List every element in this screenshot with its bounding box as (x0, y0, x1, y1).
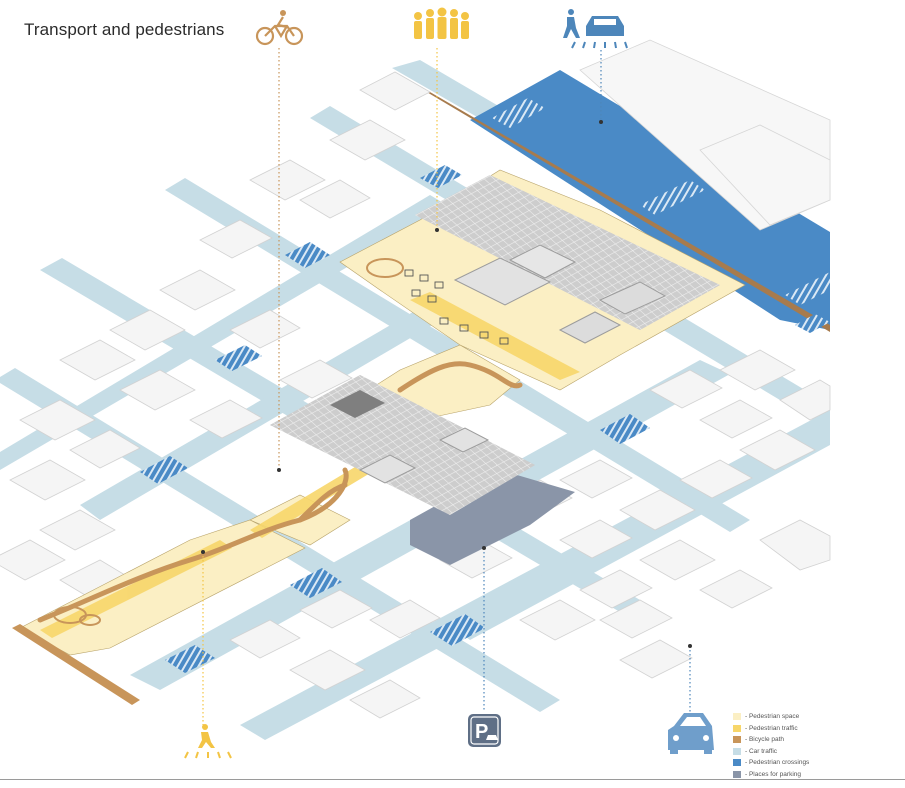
bicycle-path-edge (12, 624, 140, 705)
city-blocks (0, 71, 831, 719)
complex-upper (415, 175, 720, 344)
parking-area (410, 470, 575, 565)
complex-lower (270, 375, 535, 515)
legend-swatch (733, 736, 741, 743)
legend-swatch (733, 770, 741, 778)
tall-buildings (579, 39, 831, 231)
leader-lines (202, 48, 691, 725)
bicycle-icon (255, 10, 304, 46)
legend-swatch (733, 747, 741, 755)
legend-item: - Pedestrian crossings (733, 757, 873, 768)
svg-text:P: P (475, 721, 488, 743)
legend-item: - Bicycle path (733, 734, 873, 745)
bottom-border (0, 779, 905, 780)
pedestrian-crossings (140, 98, 830, 673)
legend: - Pedestrian space - Pedestrian traffic - … (733, 711, 873, 780)
avenue-edge (420, 88, 830, 332)
site-planters (404, 269, 509, 345)
legend-label: - Pedestrian crossings (745, 759, 810, 766)
legend-label: - Pedestrian space (745, 713, 800, 720)
legend-item: - Car traffic (733, 746, 873, 757)
legend-label: - Car traffic (745, 747, 778, 755)
legend-label: - Bicycle path (745, 736, 785, 743)
pedestrian-crossing-icon (184, 724, 232, 759)
legend-label: - Pedestrian traffic (745, 724, 798, 732)
legend-label: - Places for parking (745, 770, 801, 778)
bicycle-paths (37, 361, 523, 623)
pedestrian-and-car-icon (563, 9, 628, 49)
parking-icon: P (468, 714, 501, 747)
car-icon (668, 713, 714, 754)
pedestrian-crowd-icon (414, 7, 469, 39)
leader-dots (201, 120, 692, 648)
legend-item: - Places for parking (733, 769, 873, 780)
legend-swatch (733, 724, 741, 732)
legend-swatch (733, 713, 741, 720)
legend-item: - Pedestrian traffic (733, 723, 873, 734)
diagram-title: Transport and pedestrians (24, 20, 225, 39)
plaza-circles (53, 258, 404, 626)
legend-swatch (733, 759, 741, 766)
legend-item: - Pedestrian space (733, 711, 873, 722)
